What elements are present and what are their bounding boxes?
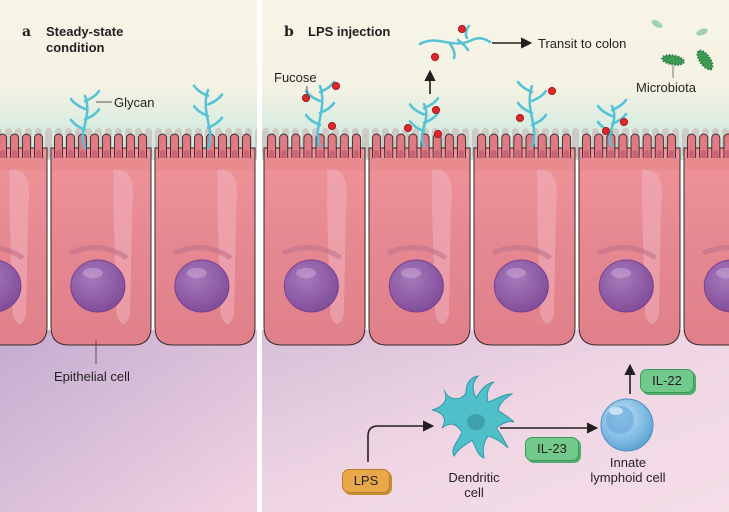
epithelial-cell xyxy=(368,133,471,346)
panel-a-title-line2: condition xyxy=(46,40,105,55)
fucose-dot xyxy=(433,129,442,138)
epithelial-cell-layer xyxy=(0,128,257,346)
ilc-label-line2: lymphoid cell xyxy=(590,470,666,485)
dendritic-cell-label: Dendritic cell xyxy=(432,470,516,500)
glycan-chain xyxy=(403,96,442,148)
fucose-dot xyxy=(619,118,628,127)
epithelial-cell xyxy=(50,133,152,346)
panel-a-illustration xyxy=(0,0,257,512)
dendritic-cell-label-line2: cell xyxy=(464,485,484,500)
microbe-icon xyxy=(696,28,708,36)
epithelial-cell xyxy=(0,133,48,346)
nucleus xyxy=(388,259,444,313)
fucose-dot xyxy=(430,53,439,62)
epithelial-cell xyxy=(473,133,576,346)
fucose-dot xyxy=(403,124,412,133)
nucleus xyxy=(174,259,230,313)
fucosylated-glycan-group xyxy=(302,80,628,148)
fucose-dot xyxy=(601,127,610,136)
microbe-icon xyxy=(661,54,685,66)
fucose-dot xyxy=(328,122,337,131)
nucleus xyxy=(70,259,126,313)
panel-letter-b: b xyxy=(284,24,294,40)
fucose-dot xyxy=(547,87,556,96)
glycan-chain xyxy=(69,89,101,150)
microbiota-label: Microbiota xyxy=(636,80,696,95)
nucleus xyxy=(283,259,339,313)
glycan-group xyxy=(69,84,224,150)
glycan-chain xyxy=(515,80,556,148)
panel-b-illustration xyxy=(262,0,729,512)
lps-pill: LPS xyxy=(342,469,390,493)
glycan-chain xyxy=(596,98,628,148)
released-glycan xyxy=(418,24,492,62)
innate-lymphoid-cell-icon xyxy=(600,398,654,452)
panel-b-title: LPS injection xyxy=(308,24,391,39)
microvillus-back xyxy=(255,128,257,158)
fucose-dot xyxy=(302,94,311,103)
fucose-dot xyxy=(332,82,341,91)
epithelial-cell xyxy=(578,133,681,346)
dendritic-cell-icon xyxy=(431,375,515,459)
panel-divider xyxy=(257,0,262,512)
epithelial-cell xyxy=(263,133,366,346)
lamina-propria-background xyxy=(0,330,257,512)
epithelial-cell-label: Epithelial cell xyxy=(54,369,130,384)
transit-to-colon-label: Transit to colon xyxy=(538,36,627,51)
dendritic-cell-label-line1: Dendritic xyxy=(448,470,500,485)
epithelial-cell-layer xyxy=(262,128,729,346)
nucleus xyxy=(598,259,654,313)
fucose-label: Fucose xyxy=(274,70,317,85)
innate-lymphoid-cell-label: Innate lymphoid cell xyxy=(578,455,678,485)
epithelial-cell xyxy=(154,133,256,346)
nucleus xyxy=(493,259,549,313)
glycan-chain xyxy=(192,84,224,150)
panel-a-title-line1: Steady-state xyxy=(46,24,124,39)
fucose-dot xyxy=(515,114,524,123)
il23-pill: IL-23 xyxy=(525,437,579,461)
microbe-icon xyxy=(696,49,714,71)
panel-a-steady-state: a Steady-state condition Glycan Epitheli… xyxy=(0,0,257,512)
ilc-label-line1: Innate xyxy=(609,455,647,470)
panel-letter-a: a xyxy=(22,24,32,40)
lps-to-dc-arrow xyxy=(367,420,435,462)
microbe-icon xyxy=(651,20,663,28)
microbiota-group xyxy=(651,20,714,78)
fucose-dot xyxy=(431,106,440,115)
epithelial-cell xyxy=(683,133,729,346)
glycan-chain xyxy=(302,80,341,148)
glycan-label: Glycan xyxy=(114,95,155,110)
nucleus xyxy=(0,260,22,312)
panel-b-lps-injection: b LPS injection Fucose Transit to colon … xyxy=(262,0,729,512)
fucose-dot xyxy=(457,24,466,33)
il22-pill: IL-22 xyxy=(640,369,694,393)
